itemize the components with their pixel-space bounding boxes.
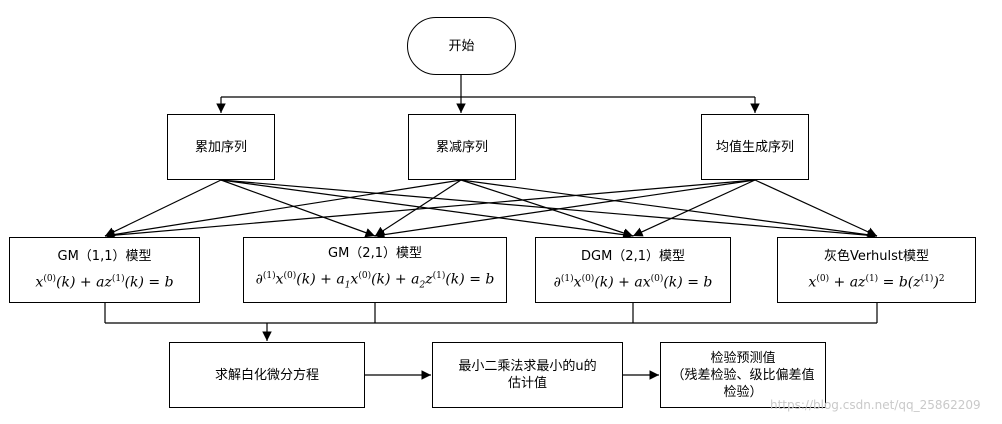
- cross-line: [632, 179, 756, 237]
- model-node-gm11: GM（1,1）模型 x(0)(k) + az(1)(k) = b: [9, 237, 200, 303]
- cross-line: [220, 179, 376, 238]
- seq-node-accumulate: 累加序列: [167, 114, 275, 180]
- cross-line: [754, 179, 878, 237]
- step-line: 估计值: [507, 376, 547, 391]
- model-title: GM（1,1）模型: [57, 249, 152, 265]
- seq-node-mean: 均值生成序列: [701, 114, 809, 180]
- model-formula: x(0) + az(1) = b(z(1))2: [808, 274, 945, 291]
- start-label: 开始: [448, 38, 475, 54]
- cross-line: [460, 179, 634, 238]
- start-node: 开始: [407, 17, 516, 75]
- seq-label: 均值生成序列: [715, 139, 794, 155]
- model-node-gm21: GM（2,1）模型 ∂(1)x(0)(k) + a1x(0)(k) + a2z(…: [243, 237, 507, 303]
- cross-line: [374, 179, 462, 237]
- model-formula: ∂(1)x(0)(k) + ax(0)(k) = b: [553, 274, 713, 291]
- model-title: DGM（2,1）模型: [581, 249, 685, 265]
- step-line: 检验预测值: [710, 350, 776, 366]
- model-title: GM（2,1）模型: [328, 246, 422, 262]
- cross-line: [104, 179, 222, 237]
- seq-label: 累加序列: [194, 139, 247, 155]
- step-node-verify: 检验预测值 （残差检验、级比偏差值 检验）: [660, 342, 826, 408]
- model-formula: x(0)(k) + az(1)(k) = b: [35, 274, 174, 291]
- cross-line: [460, 179, 878, 240]
- step-line: （残差检验、级比偏差值: [671, 367, 815, 383]
- seq-label: 累减序列: [435, 139, 488, 155]
- seq-node-subtract: 累减序列: [408, 114, 516, 180]
- cross-line: [374, 179, 756, 240]
- step-line: 检验）: [723, 384, 763, 400]
- cross-line: [104, 179, 756, 240]
- step-label: 求解白化微分方程: [214, 367, 319, 383]
- model-node-verhulst: 灰色Verhulst模型 x(0) + az(1) = b(z(1))2: [777, 237, 976, 303]
- step-node-solve: 求解白化微分方程: [169, 342, 365, 408]
- model-title: 灰色Verhulst模型: [824, 249, 929, 265]
- cross-line: [220, 179, 878, 240]
- cross-line: [104, 179, 462, 240]
- model-node-dgm21: DGM（2,1）模型 ∂(1)x(0)(k) + ax(0)(k) = b: [535, 237, 731, 303]
- model-formula: ∂(1)x(0)(k) + a1x(0)(k) + a2z(1)(k) = b: [255, 271, 495, 291]
- step-node-least-squares: 最小二乘法求最小的u的 估计值: [432, 342, 623, 408]
- watermark: https://blog.csdn.net/qq_25862209: [770, 398, 981, 412]
- step-line: 最小二乘法求最小的u的: [458, 359, 597, 374]
